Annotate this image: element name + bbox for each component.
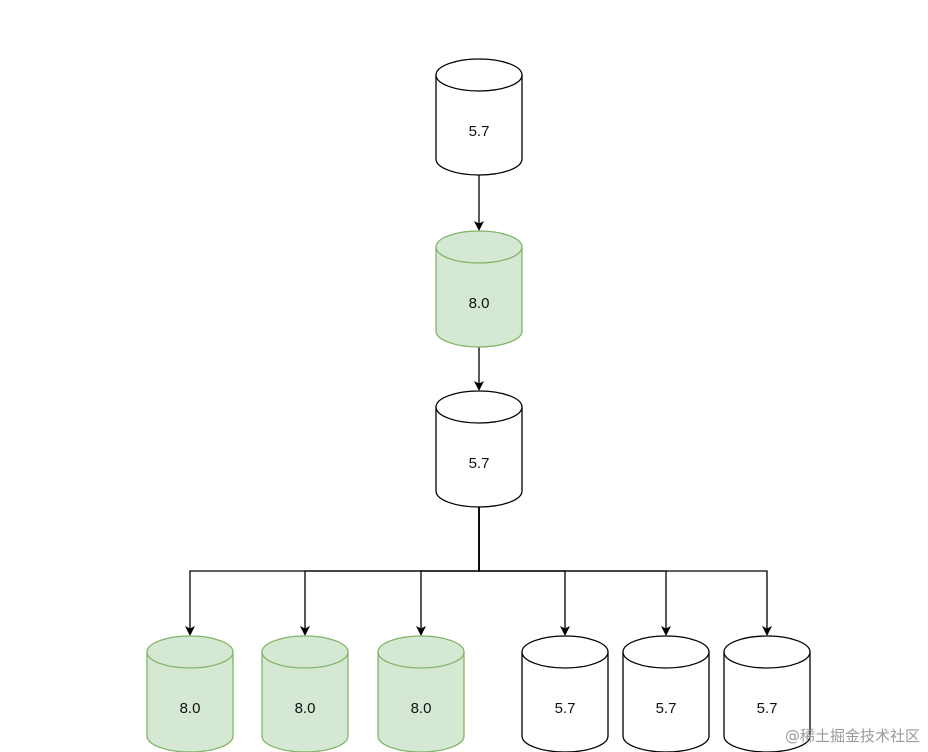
- version-label: 5.7: [469, 455, 490, 472]
- database-cylinder-n1: 5.7: [435, 58, 523, 176]
- version-label: 5.7: [656, 700, 677, 717]
- version-label: 5.7: [469, 123, 490, 140]
- cylinder-top: [435, 390, 523, 424]
- cylinder-body: [435, 75, 523, 176]
- edges-layer: [185, 175, 772, 636]
- database-cylinder-c4: 5.7: [521, 635, 609, 752]
- version-label: 5.7: [757, 700, 778, 717]
- cylinder-top: [622, 635, 710, 669]
- version-label: 8.0: [469, 295, 490, 312]
- cylinder-top: [377, 635, 465, 669]
- edge-n3-to-c3: [416, 507, 480, 636]
- watermark: @稀土掘金技术社区: [784, 727, 920, 745]
- version-label: 5.7: [555, 700, 576, 717]
- database-cylinder-c1: 8.0: [146, 635, 234, 752]
- cylinder-body: [435, 407, 523, 508]
- cylinder-body: [435, 247, 523, 348]
- version-label: 8.0: [295, 700, 316, 717]
- database-cylinder-c5: 5.7: [622, 635, 710, 752]
- version-label: 8.0: [411, 700, 432, 717]
- cylinder-top: [261, 635, 349, 669]
- cylinder-top: [146, 635, 234, 669]
- version-label: 8.0: [180, 700, 201, 717]
- cylinder-top: [435, 230, 523, 264]
- database-cylinder-c6: 5.7: [723, 635, 811, 752]
- nodes-layer: 5.7 8.0 5.7 8.0 8.0 8.0 5.7 5.7 5.7: [146, 58, 811, 752]
- database-cylinder-c3: 8.0: [377, 635, 465, 752]
- cylinder-top: [521, 635, 609, 669]
- edge-n3-to-c6: [478, 507, 772, 636]
- cylinder-top: [435, 58, 523, 92]
- database-cylinder-n3: 5.7: [435, 390, 523, 508]
- database-cylinder-n2: 8.0: [435, 230, 523, 348]
- database-cylinder-c2: 8.0: [261, 635, 349, 752]
- cylinder-top: [723, 635, 811, 669]
